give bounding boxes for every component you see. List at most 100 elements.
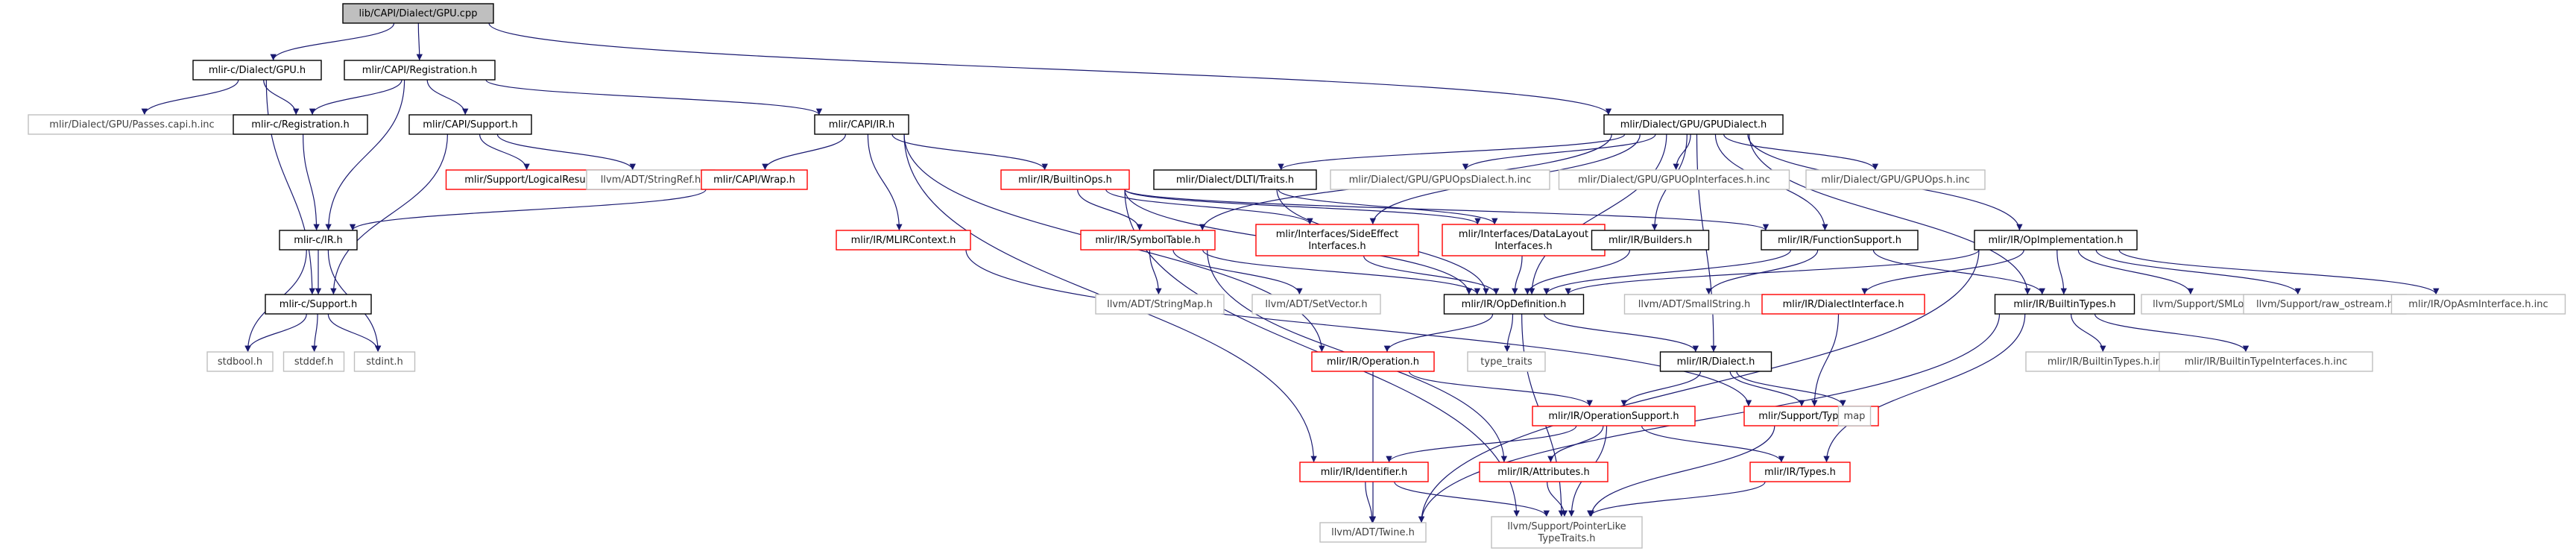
node-box [1749,462,1851,482]
node-dialect-h[interactable]: mlir/IR/Dialect.h [1659,351,1772,372]
node-mlircontext-h[interactable]: mlir/IR/MLIRContext.h [836,230,971,251]
node-dlti-traits-h[interactable]: mlir/Dialect/DLTI/Traits.h [1153,169,1317,190]
node-box [1761,294,1925,315]
node-c-registration-h[interactable]: mlir-c/Registration.h [233,114,368,135]
edge-opimplementation-h-to-raw-ostream-h [2095,249,2302,295]
edge-opimplementation-h-to-dialectinterface-h [1861,249,2024,295]
node-stringmap-h: llvm/ADT/StringMap.h [1095,294,1225,315]
node-gpudialect-h[interactable]: mlir/Dialect/GPU/GPUDialect.h [1603,114,1784,135]
edge-gpudialect-h-to-builtintypes-h [1749,133,2031,295]
edge-typeid-h-to-pointerlike-h [1588,425,1775,517]
node-label: stdbool.h [218,356,262,368]
node-functionsupport-h[interactable]: mlir/IR/FunctionSupport.h [1761,230,1919,251]
node-opdefinition-h[interactable]: mlir/IR/OpDefinition.h [1443,294,1585,315]
edge-builtinops-h-to-sideeffect-h [1105,189,1313,225]
edge-dialectinterface-h-to-typeid-h [1811,313,1840,407]
edge-mlircontext-h-to-typeid-h [965,249,1752,407]
node-label: mlir/IR/MLIRContext.h [851,235,956,246]
node-box [192,60,322,81]
edge-dialect-h-to-map [1736,371,1846,407]
node-capi-registration-h[interactable]: mlir/CAPI/Registration.h [344,60,496,81]
edge-opdefinition-h-to-type-traits [1503,313,1514,353]
edge-operation-h-to-operationsupport-h [1408,371,1593,407]
node-box [701,169,808,190]
node-label: mlir/IR/BuiltinTypes.h [2013,299,2115,310]
node-c-dialect-gpu-h[interactable]: mlir-c/Dialect/GPU.h [192,60,322,81]
node-capi-ir-h[interactable]: mlir/CAPI/IR.h [814,114,909,135]
node-builders-h[interactable]: mlir/IR/Builders.h [1591,230,1710,251]
edge-capi-support-h-to-logicalresult-h [479,133,530,171]
node-box [1255,224,1419,256]
edges-layer [141,22,2440,523]
node-box [1311,351,1435,372]
node-symboltable-h[interactable]: mlir/IR/SymbolTable.h [1080,230,1216,251]
node-box [1442,224,1606,256]
edge-opimplementation-h-to-opasminterface-inc [2118,249,2440,295]
node-label: mlir/IR/BuiltinOps.h [1018,174,1112,186]
edge-symboltable-h-to-opdefinition-h [1202,249,1480,295]
node-label: llvm/ADT/Twine.h [1331,527,1415,538]
node-label: mlir/Interfaces/DataLayout [1459,229,1588,240]
node-box [586,169,716,190]
node-gpu-cpp[interactable]: lib/CAPI/Dialect/GPU.cpp [342,3,494,24]
node-label: mlir/IR/BuiltinTypes.h.inc [2048,356,2167,368]
node-capi-support-h[interactable]: mlir/CAPI/Support.h [408,114,532,135]
node-stdint-h: stdint.h [353,351,416,372]
node-box [344,60,496,81]
node-types-h[interactable]: mlir/IR/Types.h [1749,462,1851,482]
node-label: llvm/ADT/StringMap.h [1107,299,1213,310]
node-label: mlir/Dialect/GPU/GPUOps.h.inc [1821,174,1969,186]
node-capi-wrap-h[interactable]: mlir/CAPI/Wrap.h [701,169,808,190]
node-smallstring-h: llvm/ADT/SmallString.h [1623,294,1765,315]
node-label: llvm/Support/SMLoc.h [2153,299,2258,310]
edge-c-registration-h-to-c-ir-h [303,133,320,231]
edge-gpudialect-h-to-gpuopsdialect-inc [1462,133,1656,171]
node-label: mlir/Dialect/GPU/GPUOpsDialect.h.inc [1349,174,1532,186]
node-label: mlir/IR/Types.h [1764,467,1836,478]
edge-capi-registration-h-to-c-ir-h [325,79,405,231]
node-box [1591,230,1710,251]
edge-builtintypes-h-to-builtintypes-inc [2070,313,2106,353]
node-box [1467,351,1546,372]
edge-capi-ir-h-to-mlircontext-h [867,133,903,231]
node-label: mlir/Dialect/DLTI/Traits.h [1176,174,1294,186]
node-box [282,351,345,372]
edge-capi-support-h-to-c-support-h [330,133,448,295]
node-c-support-h[interactable]: mlir-c/Support.h [265,294,372,315]
edge-gpudialect-h-to-opdefinition-h [1528,133,1667,295]
node-opimplementation-h[interactable]: mlir/IR/OpImplementation.h [1974,230,2138,251]
node-dialectinterface-h[interactable]: mlir/IR/DialectInterface.h [1761,294,1925,315]
node-operationsupport-h[interactable]: mlir/IR/OperationSupport.h [1532,406,1696,426]
node-label: mlir/Interfaces/SideEffect [1276,229,1399,240]
node-label: mlir/IR/OpAsmInterface.h.inc [2408,299,2548,310]
node-box [342,3,494,24]
node-attributes-h[interactable]: mlir/IR/Attributes.h [1479,462,1609,482]
edge-opimplementation-h-to-smloc-h [2077,249,2194,295]
edge-functionsupport-h-to-opdefinition-h [1543,249,1792,295]
node-gpuopinterfaces-inc: mlir/Dialect/GPU/GPUOpInterfaces.h.inc [1558,169,1790,190]
node-box [1080,230,1216,251]
node-c-ir-h[interactable]: mlir-c/IR.h [279,230,358,251]
node-opasminterface-inc: mlir/IR/OpAsmInterface.h.inc [2390,294,2566,315]
node-box [1558,169,1790,190]
node-label: mlir-c/IR.h [294,235,342,246]
node-operation-h[interactable]: mlir/IR/Operation.h [1311,351,1435,372]
node-label: TypeTraits.h [1537,533,1595,544]
edge-identifier-h-to-twine-h [1365,481,1375,523]
node-box [353,351,416,372]
node-builtinops-h[interactable]: mlir/IR/BuiltinOps.h [1000,169,1130,190]
node-identifier-h[interactable]: mlir/IR/Identifier.h [1299,462,1429,482]
node-label: llvm/ADT/StringRef.h [601,174,701,186]
node-label: mlir/IR/DialectInterface.h [1783,299,1904,310]
node-label: mlir/IR/Dialect.h [1677,356,1755,368]
node-box [1000,169,1130,190]
edge-functionsupport-h-to-builtintypes-h [1872,249,2045,295]
node-raw-ostream-h: llvm/Support/raw_ostream.h [2243,294,2407,315]
node-label: map [1844,411,1866,422]
node-label: llvm/Support/PointerLike [1507,521,1626,532]
node-builtintypes-h[interactable]: mlir/IR/BuiltinTypes.h [1994,294,2135,315]
node-box [1491,516,1643,549]
